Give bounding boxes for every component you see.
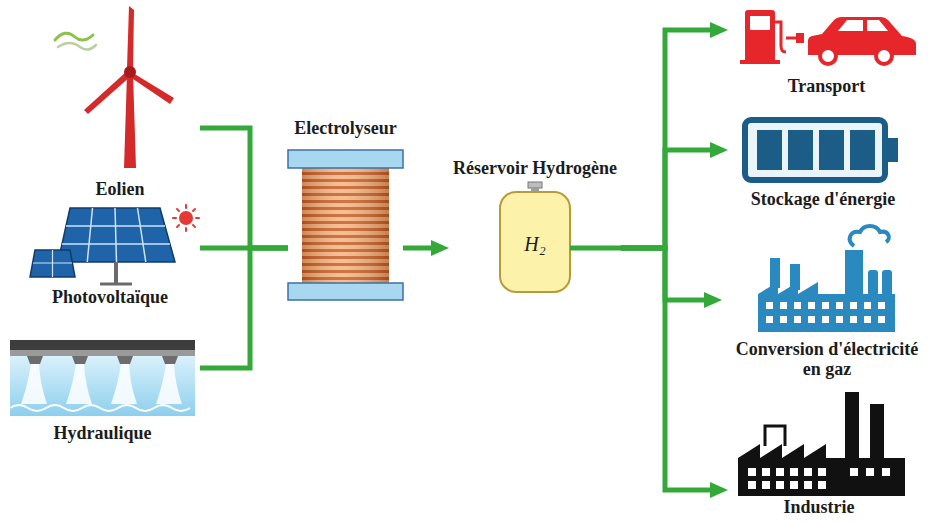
electrolyser-node: Electrolyseur — [288, 118, 403, 302]
node-label: Electrolyseur — [294, 118, 397, 139]
node-label: Conversion d'électricité en gaz — [727, 339, 927, 380]
node-label: Eolien — [95, 179, 144, 200]
node-label: Stockage d'énergie — [751, 189, 895, 210]
flow-connector — [200, 128, 288, 248]
tank-node: Réservoir HydrogèneH₂ — [449, 158, 621, 295]
sun-icon — [173, 205, 199, 231]
node-label: Photovoltaïque — [52, 287, 168, 308]
hydro-dam-icon — [10, 340, 195, 416]
flow-connector — [200, 248, 288, 368]
node-label: Industrie — [783, 497, 854, 518]
hydrogen-tank-icon — [500, 182, 625, 292]
node-label: Réservoir Hydrogène — [453, 158, 617, 179]
source-node: Hydraulique — [5, 332, 200, 444]
flow-connector — [621, 248, 718, 490]
node-label: H₂ — [524, 233, 545, 256]
flow-connector — [621, 150, 718, 248]
electrolyser-icon — [288, 150, 403, 300]
wind-turbine-icon — [55, 6, 174, 168]
flow-connector — [403, 246, 439, 251]
industry-icon — [738, 392, 905, 496]
node-label: Transport — [788, 76, 866, 97]
node-label: Hydraulique — [53, 423, 151, 444]
source-node: Eolien — [40, 5, 200, 200]
battery-icon — [745, 120, 898, 180]
transport-icon — [740, 10, 916, 64]
use-node: Conversion d'électricité en gaz — [722, 220, 932, 380]
use-node: Industrie — [728, 386, 910, 518]
flow-connector — [621, 30, 718, 248]
gas-plant-icon — [758, 226, 895, 332]
use-node: Transport — [728, 2, 925, 97]
source-node: Photovoltaïque — [20, 200, 200, 308]
use-node: Stockage d'énergie — [728, 106, 918, 210]
solar-panel-icon — [30, 208, 175, 284]
